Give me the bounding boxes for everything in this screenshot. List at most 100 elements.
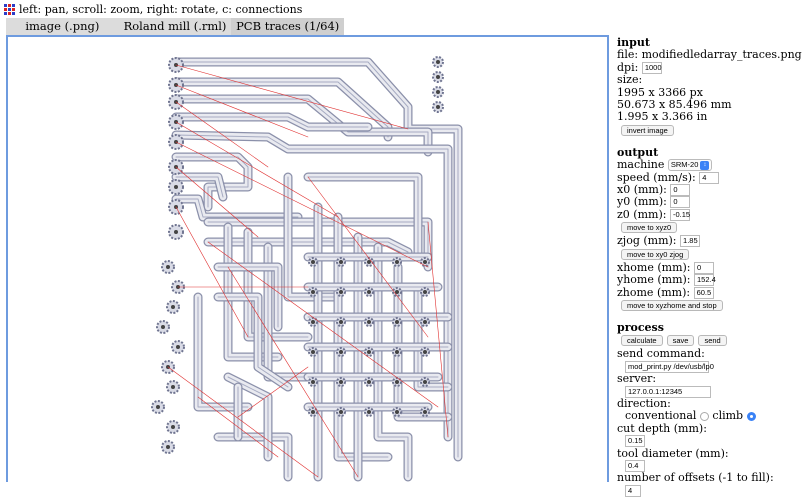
pad-center bbox=[423, 410, 427, 414]
pad-center bbox=[423, 320, 427, 324]
trace-center bbox=[287, 176, 339, 298]
offsets-input[interactable]: 4 bbox=[625, 484, 641, 497]
pad-center bbox=[423, 290, 427, 294]
speed-input[interactable]: 4 bbox=[699, 171, 720, 184]
size-label: size: bbox=[617, 73, 643, 87]
send-command-input[interactable]: mod_print.py /dev/usb/lp0 bbox=[625, 360, 714, 373]
connection-line bbox=[175, 141, 429, 268]
pad-center bbox=[395, 260, 399, 264]
pad-center bbox=[166, 445, 170, 449]
input-heading: input bbox=[617, 36, 650, 49]
trace-center bbox=[217, 436, 289, 478]
connection-line bbox=[427, 221, 449, 438]
climb-label: climb bbox=[712, 409, 744, 423]
send-button[interactable]: send bbox=[698, 335, 727, 347]
save-button[interactable]: save bbox=[666, 335, 695, 347]
speed-label: speed (mm/s): bbox=[617, 170, 696, 184]
y0-input[interactable]: 0 bbox=[670, 196, 691, 209]
move-to-home-button[interactable]: move to xyzhome and stop bbox=[621, 299, 723, 311]
connection-line bbox=[307, 176, 429, 338]
conventional-label: conventional bbox=[625, 409, 697, 423]
pad-center bbox=[311, 290, 315, 294]
yhome-input[interactable]: 152.4 bbox=[694, 274, 716, 287]
pad-center bbox=[423, 260, 427, 264]
zhome-input[interactable]: 60.5 bbox=[693, 286, 714, 299]
cut-depth-input[interactable]: 0.15 bbox=[625, 435, 645, 448]
pad-center bbox=[311, 350, 315, 354]
pad-center bbox=[161, 325, 165, 329]
xhome-label: xhome (mm): bbox=[617, 260, 691, 274]
dpi-input[interactable]: 1000 bbox=[641, 61, 662, 74]
trace-outline bbox=[283, 172, 343, 302]
pad-center bbox=[395, 350, 399, 354]
yhome-label: yhome (mm): bbox=[617, 273, 691, 287]
cut-depth-label: cut depth (mm): bbox=[617, 421, 707, 435]
controls-hint: left: pan, scroll: zoom, right: rotate, … bbox=[19, 3, 303, 16]
tab-roland-mill[interactable]: Roland mill (.rml) bbox=[118, 18, 232, 35]
calculate-button[interactable]: calculate bbox=[621, 335, 663, 347]
trace-fill bbox=[172, 195, 302, 221]
connection-line bbox=[175, 64, 409, 130]
z0-input[interactable]: -0.15 bbox=[669, 208, 690, 221]
pad-center bbox=[339, 380, 343, 384]
pad-center bbox=[436, 105, 440, 109]
connection-line bbox=[175, 121, 339, 218]
move-to-xyz0-button[interactable]: move to xyz0 bbox=[621, 222, 678, 234]
xhome-input[interactable]: 0 bbox=[694, 261, 714, 274]
pad-center bbox=[339, 290, 343, 294]
pad-center bbox=[339, 350, 343, 354]
top-bar: left: pan, scroll: zoom, right: rotate, … bbox=[0, 0, 800, 18]
tab-bar: image (.png) Roland mill (.rml) PCB trac… bbox=[6, 18, 345, 35]
connection-line bbox=[207, 241, 439, 408]
trace-center bbox=[175, 98, 429, 153]
file-label: file: modifiedledarray_traces.png bbox=[617, 48, 802, 62]
tool-diameter-input[interactable]: 0.4 bbox=[625, 459, 645, 472]
trace-outline bbox=[213, 432, 293, 482]
send-command-label: send command: bbox=[617, 347, 705, 361]
machine-value: SRM-20 bbox=[670, 160, 699, 170]
pad-center bbox=[311, 380, 315, 384]
pad-center bbox=[367, 260, 371, 264]
trace-center bbox=[175, 134, 449, 438]
pad-center bbox=[339, 260, 343, 264]
tab-image-png[interactable]: image (.png) bbox=[6, 18, 119, 35]
y0-label: y0 (mm): bbox=[617, 195, 667, 209]
conventional-radio[interactable] bbox=[699, 411, 709, 421]
trace-center bbox=[175, 61, 459, 458]
tool-diameter-label: tool diameter (mm): bbox=[617, 446, 729, 460]
pcb-toolpath-view[interactable] bbox=[8, 37, 608, 484]
pad-center bbox=[166, 265, 170, 269]
climb-radio[interactable] bbox=[746, 411, 756, 421]
pad-center bbox=[311, 410, 315, 414]
trace-center bbox=[217, 296, 289, 388]
connection-line bbox=[237, 366, 309, 418]
trace-outline bbox=[373, 242, 413, 482]
size-mm: 50.673 x 85.496 mm bbox=[617, 98, 732, 112]
machine-select[interactable]: SRM-20↕ bbox=[667, 159, 713, 172]
pad-center bbox=[423, 380, 427, 384]
connection-line bbox=[175, 206, 249, 338]
trace-center bbox=[175, 116, 369, 128]
pad-center bbox=[395, 320, 399, 324]
size-px: 1995 x 3366 px bbox=[617, 85, 703, 99]
pad-center bbox=[171, 305, 175, 309]
pad-center bbox=[171, 385, 175, 389]
connection-line bbox=[227, 266, 359, 478]
trace-center bbox=[175, 198, 299, 218]
pad-center bbox=[171, 425, 175, 429]
tab-pcb-traces[interactable]: PCB traces (1/64) bbox=[231, 18, 345, 35]
zjog-input[interactable]: 1.85 bbox=[680, 235, 701, 248]
pad-center bbox=[367, 380, 371, 384]
pad-center bbox=[311, 320, 315, 324]
trace-center bbox=[197, 296, 249, 408]
server-input[interactable]: 127.0.0.1:12345 bbox=[625, 385, 711, 398]
machine-label: machine bbox=[617, 158, 665, 172]
connection-line bbox=[175, 166, 259, 238]
invert-image-button[interactable]: invert image bbox=[621, 124, 674, 136]
pad-center bbox=[174, 185, 178, 189]
move-to-xy0-zjog-button[interactable]: move to xy0 zjog bbox=[621, 248, 690, 260]
chevron-updown-icon: ↕ bbox=[700, 160, 710, 170]
toolpath-canvas[interactable] bbox=[6, 35, 609, 482]
pad-center bbox=[339, 410, 343, 414]
x0-input[interactable]: 0 bbox=[670, 184, 691, 197]
